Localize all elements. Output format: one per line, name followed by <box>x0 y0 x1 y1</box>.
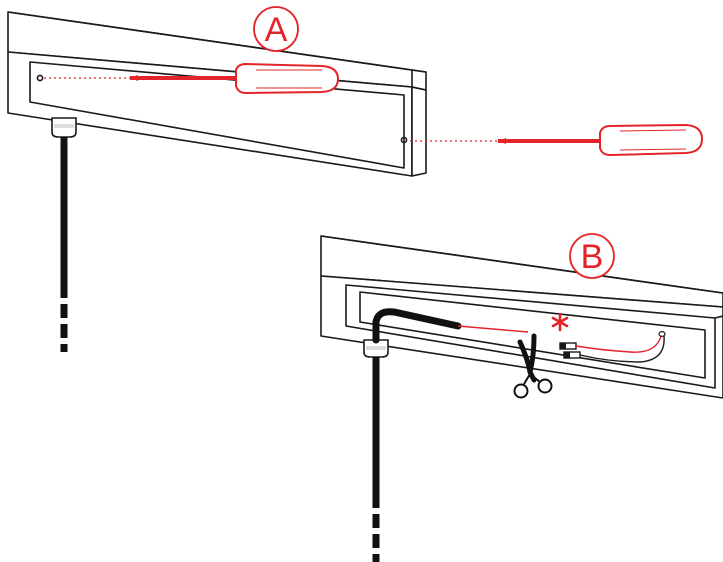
red-wire-cut <box>457 325 529 333</box>
cable-gland-b <box>363 339 389 358</box>
screw-hole-left <box>36 74 44 82</box>
wire-connector-icon <box>559 342 577 350</box>
step-a-fixture <box>7 11 427 177</box>
screwdriver-icon <box>498 123 704 157</box>
step-b-badge: B <box>569 233 615 279</box>
screwdriver-icon <box>130 62 340 95</box>
terminal <box>658 331 666 338</box>
asterisk-icon <box>551 312 569 332</box>
red-wire-loop <box>575 335 662 353</box>
black-wire-loop <box>579 335 665 363</box>
step-a-badge: A <box>253 6 299 52</box>
internal-cable <box>372 308 462 344</box>
wire-connector-icon <box>563 351 581 359</box>
screw-hole-right <box>400 136 408 144</box>
step-b-fixture <box>320 235 723 399</box>
step-a-label: A <box>265 11 288 49</box>
cable-gland-a <box>51 117 77 138</box>
scissors-icon <box>513 333 553 399</box>
step-b-label: B <box>581 238 604 276</box>
